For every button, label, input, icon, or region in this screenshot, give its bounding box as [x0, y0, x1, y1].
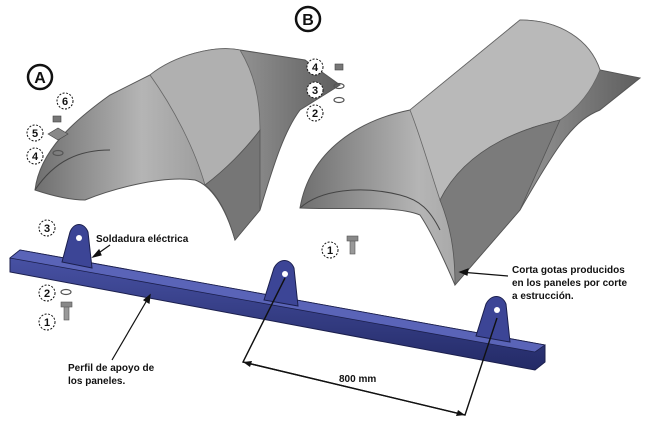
svg-text:1: 1	[327, 245, 333, 257]
svg-text:2: 2	[312, 108, 318, 120]
roof-panel-a	[34, 48, 341, 242]
marker-b: B	[294, 5, 322, 33]
roof-panel-b	[299, 19, 642, 287]
hardware-a	[47, 115, 73, 321]
support-callout-line2: los paneles.	[68, 376, 126, 387]
leader-lines	[91, 244, 509, 361]
marker-a-text: A	[34, 70, 46, 87]
part-number-a3: 3	[38, 219, 56, 237]
svg-text:3: 3	[44, 223, 50, 235]
svg-text:2: 2	[44, 288, 50, 300]
bracket-right	[475, 296, 511, 343]
part-number-b3: 3	[306, 81, 324, 99]
bracket-left	[61, 224, 93, 269]
marker-a: A	[26, 63, 54, 91]
drip-callout-line2: en los paneles por corte	[512, 278, 628, 289]
svg-text:6: 6	[62, 96, 68, 108]
weld-callout: Soldadura eléctrica	[96, 234, 189, 245]
spacing-label: 800 mm	[339, 374, 377, 385]
part-number-a4: 4	[26, 147, 44, 165]
marker-b-text: B	[302, 12, 314, 29]
part-number-b4: 4	[306, 58, 324, 76]
svg-text:5: 5	[32, 128, 38, 140]
drip-callout-line3: a estrucción.	[512, 291, 574, 302]
svg-text:4: 4	[32, 151, 39, 163]
hardware-b	[333, 63, 359, 255]
part-number-a5: 5	[26, 124, 44, 142]
part-number-a2: 2	[38, 284, 56, 302]
support-callout-line1: Perfil de apoyo de	[68, 363, 155, 374]
svg-text:4: 4	[312, 62, 319, 74]
dimension-800mm	[241, 277, 498, 416]
part-number-b1: 1	[321, 241, 339, 259]
drip-callout-line1: Corta gotas producidos	[512, 265, 625, 276]
bracket-middle	[263, 260, 299, 307]
part-number-b2: 2	[306, 104, 324, 122]
svg-text:1: 1	[44, 317, 50, 329]
svg-text:3: 3	[312, 85, 318, 97]
part-number-a6: 6	[56, 92, 74, 110]
part-number-a1: 1	[38, 313, 56, 331]
